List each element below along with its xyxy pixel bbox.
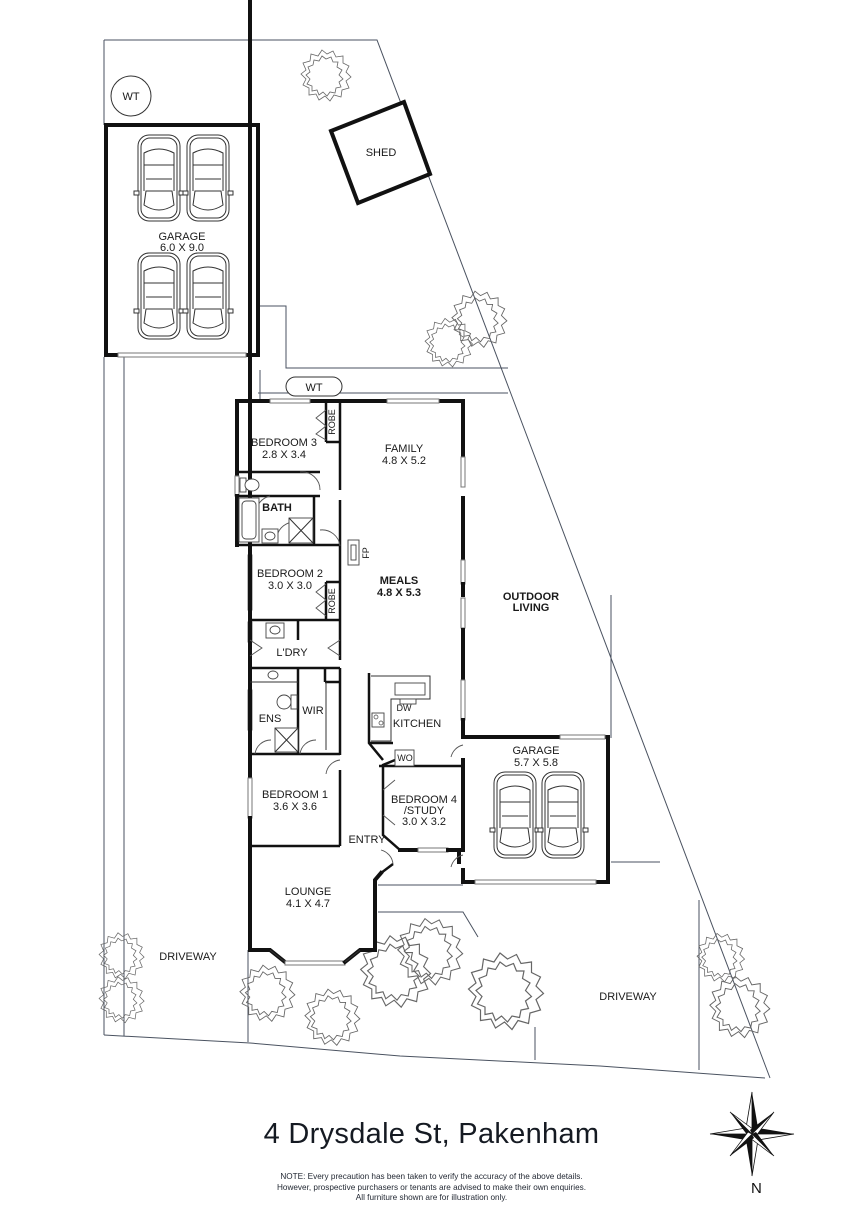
front-garage-label: GARAGE — [512, 745, 559, 757]
bedroom3-label: BEDROOM 3 — [251, 437, 317, 449]
driveway-right-label: DRIVEWAY — [599, 991, 657, 1003]
svg-text:WT: WT — [122, 91, 139, 103]
kitchen-label: KITCHEN — [393, 718, 441, 730]
bedroom1-label: BEDROOM 1 — [262, 789, 328, 801]
entry-label: ENTRY — [348, 834, 386, 846]
robe2-label: ROBE — [327, 588, 337, 614]
water-tank-top: WT — [110, 75, 152, 117]
room-labels: BEDROOM 3 2.8 X 3.4 ROBE FAMILY 4.8 X 5.… — [159, 409, 657, 1003]
disclaimer-note: NOTE: Every precaution has been taken to… — [0, 1172, 863, 1204]
note-line-2: However, prospective purchasers or tenan… — [276, 1182, 586, 1192]
bedroom4-label-2: /STUDY — [404, 805, 445, 817]
house-walls — [234, 0, 466, 966]
front-garage-size: 5.7 X 5.8 — [514, 757, 558, 769]
front-garage-cars — [489, 771, 589, 859]
lot-boundary — [103, 39, 771, 1079]
bedroom4-size: 3.0 X 3.2 — [402, 816, 446, 828]
family-label: FAMILY — [385, 443, 424, 455]
shed: SHED — [328, 99, 433, 206]
bedroom4-label-1: BEDROOM 4 — [391, 794, 457, 806]
laundry-label: L'DRY — [276, 647, 308, 659]
bedroom2-label: BEDROOM 2 — [257, 568, 323, 580]
svg-text:GARAGE: GARAGE — [158, 231, 205, 243]
svg-text:6.0 X 9.0: 6.0 X 9.0 — [160, 242, 204, 254]
ensuite-label: ENS — [259, 713, 282, 725]
note-line-1: NOTE: Every precaution has been taken to… — [280, 1172, 583, 1181]
outdoor-living-label-2: LIVING — [513, 602, 550, 614]
property-address: 4 Drysdale St, Pakenham — [263, 1118, 600, 1150]
doors — [249, 409, 464, 868]
outdoor-living-label-1: OUTDOOR — [503, 591, 559, 603]
compass-rose-icon — [709, 1091, 795, 1177]
bath-label: BATH — [262, 502, 292, 514]
robe3-label: ROBE — [327, 409, 337, 435]
interior-walls — [237, 401, 610, 885]
svg-text:WT: WT — [305, 382, 322, 394]
bedroom3-size: 2.8 X 3.4 — [262, 449, 306, 461]
wir-label: WIR — [302, 705, 323, 717]
bedroom1-size: 3.6 X 3.6 — [273, 801, 317, 813]
meals-size: 4.8 X 5.3 — [377, 587, 421, 599]
family-size: 4.8 X 5.2 — [382, 455, 426, 467]
lounge-label: LOUNGE — [285, 886, 331, 898]
rear-garage: GARAGE 6.0 X 9.0 — [104, 123, 260, 358]
fireplace-label: FP — [361, 547, 371, 559]
dishwasher-label: DW — [397, 703, 412, 713]
water-tank-house: WT — [285, 376, 343, 397]
lounge-size: 4.1 X 4.7 — [286, 898, 330, 910]
svg-text:SHED: SHED — [366, 147, 397, 159]
wall-oven-label: WO — [397, 753, 413, 763]
note-line-3: All furniture shown are for illustration… — [355, 1193, 508, 1202]
fixtures: FP — [238, 477, 431, 767]
driveway-left-label: DRIVEWAY — [159, 951, 217, 963]
compass-north-label: N — [751, 1180, 762, 1197]
bedroom2-size: 3.0 X 3.0 — [268, 580, 312, 592]
meals-label: MEALS — [380, 575, 419, 587]
